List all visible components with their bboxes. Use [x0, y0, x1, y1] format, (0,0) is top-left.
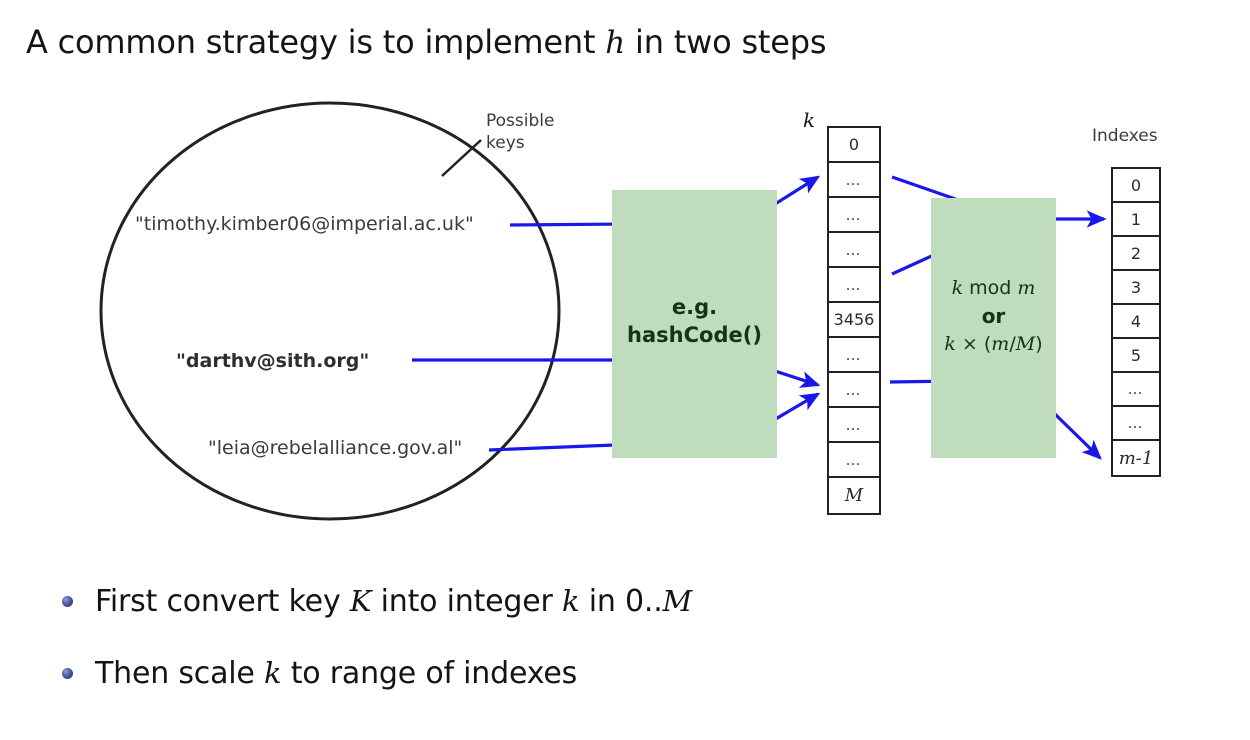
index-column-cell-value: 3: [1130, 277, 1142, 297]
bullet-text-2: Then scale k to range of indexes: [95, 656, 577, 691]
bullet-1-part-1: k: [263, 655, 282, 690]
k-value-column: 0 … … … … 3456 … … … … M: [827, 126, 881, 515]
k-column-cell-0: 0: [829, 128, 879, 163]
k-column-cell-7: …: [829, 373, 879, 408]
k-column-cell-1: …: [829, 163, 879, 198]
key-label-darthv: "darthv@sith.org": [176, 350, 370, 372]
list-item: Then scale k to range of indexes: [62, 637, 962, 709]
bullet-0-part-3: k: [561, 583, 580, 618]
k-column-cell-value: 0: [848, 135, 860, 154]
page-title-part-1: A common strategy is to implement: [26, 23, 606, 61]
page-title: A common strategy is to implement h in t…: [26, 22, 827, 63]
k-column-cell-value: …: [845, 240, 863, 259]
bullet-0-part-5: M: [662, 583, 693, 618]
scale-slash: /: [1009, 333, 1016, 355]
scale-m-small: m: [991, 333, 1010, 355]
bullet-0-part-0: First convert key: [95, 583, 350, 619]
possible-keys-caption-line1: Possible: [486, 111, 555, 131]
scale-line-mult: k × (m/M): [931, 330, 1056, 358]
bullet-1-part-2: to range of indexes: [281, 655, 578, 691]
possible-keys-caption-line2: keys: [486, 133, 525, 153]
scale-stage-box: k mod m or k × (m/M): [931, 198, 1056, 458]
k-column-cell-value: …: [845, 170, 863, 189]
key-label-timothy: "timothy.kimber06@imperial.ac.uk": [135, 213, 474, 235]
k-column-cell-value: …: [845, 380, 863, 399]
index-column-cell-value: 4: [1130, 311, 1142, 331]
scale-m-symbol: m: [1017, 277, 1036, 299]
index-column-cell-2: 2: [1113, 237, 1159, 271]
k-column-cell-6: …: [829, 338, 879, 373]
k-column-cell-10: M: [829, 478, 879, 513]
index-column-cell-value: 2: [1130, 243, 1142, 263]
page-title-part-3: in two steps: [625, 23, 827, 61]
k-column-cell-value: …: [845, 345, 863, 364]
scale-stage-label: k mod m or k × (m/M): [931, 274, 1056, 358]
scale-times: × (: [955, 333, 992, 355]
indexes-column-caption: Indexes: [1092, 126, 1158, 146]
index-column-cell-0: 0: [1113, 169, 1159, 203]
possible-keys-caption: Possible keys: [486, 110, 554, 154]
scale-M-big: M: [1015, 333, 1036, 355]
k-column-cell-8: …: [829, 408, 879, 443]
hashcode-line1: e.g.: [671, 295, 718, 319]
index-column-cell-value: m-1: [1118, 447, 1154, 469]
bullet-0-part-4: in 0..: [579, 583, 663, 619]
hashcode-stage-box: e.g. hashCode(): [612, 190, 777, 458]
index-column-cell-7: …: [1113, 407, 1159, 441]
k-column-cell-value: …: [845, 450, 863, 469]
k-column-caption: k: [803, 108, 816, 132]
index-column-cell-4: 4: [1113, 305, 1159, 339]
index-column-cell-value: 5: [1130, 345, 1142, 365]
page-title-italic-h: h: [605, 25, 626, 61]
k-column-cell-value: 3456: [833, 310, 875, 329]
k-column-cell-value: …: [845, 415, 863, 434]
k-column-cell-value: …: [845, 275, 863, 294]
scale-line-or: or: [981, 304, 1006, 328]
index-column-cell-value: …: [1127, 380, 1145, 398]
k-column-cell-5: 3456: [829, 303, 879, 338]
scale-k-symbol-2: k: [944, 333, 956, 355]
bullet-0-part-2: into integer: [371, 583, 562, 619]
diagram-vector-layer: [99, 101, 1107, 521]
k-column-cell-9: …: [829, 443, 879, 478]
index-column-cell-6: …: [1113, 373, 1159, 407]
scale-line-mod: k mod m: [931, 274, 1056, 302]
hashcode-stage-label: e.g. hashCode(): [612, 293, 777, 349]
scale-k-symbol: k: [951, 277, 964, 299]
index-column-cell-3: 3: [1113, 271, 1159, 305]
hash-function-diagram: e.g. hashCode() k mod m or k × (m/M) "ti…: [99, 101, 1161, 521]
index-column-cell-8: m-1: [1113, 441, 1159, 475]
k-column-cell-3: …: [829, 233, 879, 268]
scale-mod-word: mod: [963, 277, 1018, 299]
k-column-cell-value: M: [844, 485, 864, 506]
list-item: First convert key K into integer k in 0.…: [62, 565, 962, 637]
key-label-leia: "leia@rebelalliance.gov.al": [208, 437, 463, 459]
bullet-dot-icon: [62, 667, 73, 679]
index-column-cell-5: 5: [1113, 339, 1159, 373]
index-column-cell-value: 0: [1130, 175, 1142, 195]
bullet-0-part-1: K: [349, 583, 372, 618]
index-column-cell-value: 1: [1130, 209, 1142, 229]
k-column-cell-2: …: [829, 198, 879, 233]
k-column-cell-4: …: [829, 268, 879, 303]
bullet-1-part-0: Then scale: [95, 655, 264, 691]
index-column-cell-1: 1: [1113, 203, 1159, 237]
bullet-dot-icon: [62, 595, 73, 607]
index-column-cell-value: …: [1127, 414, 1145, 432]
possible-keys-leader-line: [441, 139, 482, 177]
bullet-text-1: First convert key K into integer k in 0.…: [95, 584, 692, 619]
possible-keys-ellipse: [99, 101, 561, 521]
hashcode-line2: hashCode(): [627, 323, 762, 347]
bullet-list: First convert key K into integer k in 0.…: [62, 565, 962, 709]
index-column: 0 1 2 3 4 5 … … m-1: [1111, 167, 1161, 477]
scale-paren-close: ): [1035, 333, 1043, 355]
k-column-cell-value: …: [845, 205, 863, 224]
